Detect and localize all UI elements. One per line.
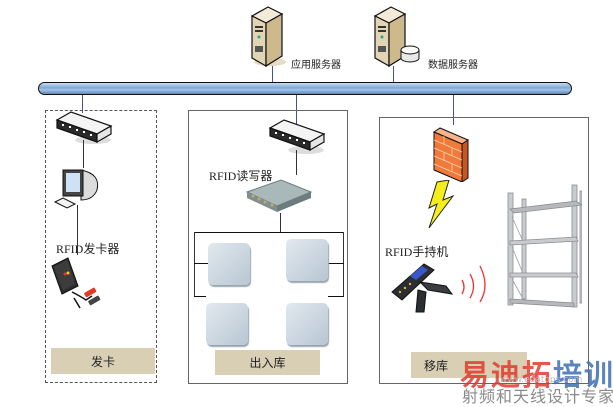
in-out-caption: 出入库 [215, 350, 320, 375]
antenna-link [328, 263, 344, 264]
zone-move [379, 117, 589, 384]
bus-link-move [453, 95, 454, 125]
network-bus [38, 82, 572, 95]
radio-waves-icon [461, 265, 486, 303]
antenna-bus-left [194, 232, 195, 296]
antenna-bus-right [343, 232, 344, 296]
wireless-lightning-icon [428, 180, 455, 229]
pc-to-reader-line [77, 205, 78, 255]
rfid-handheld-label: RFID手持机 [385, 245, 449, 259]
switch-to-reader-line [296, 150, 297, 175]
watermark-subtitle: 射频和天线设计专家 [462, 387, 613, 406]
antenna-link [194, 296, 206, 297]
app-server-label: 应用服务器 [291, 60, 341, 71]
app-server-link [272, 66, 273, 82]
switch-icon [268, 119, 326, 154]
zone-card-issue [45, 110, 157, 383]
app-server-icon [250, 6, 286, 68]
rfid-antenna-panel [206, 303, 248, 345]
storage-shelf-icon [507, 184, 582, 308]
antenna-bus-top [194, 232, 344, 233]
db-server-label: 数据服务器 [428, 60, 478, 71]
computer-icon [53, 169, 99, 209]
firewall-icon [432, 127, 470, 182]
watermark-title-red: 易迪拓 [460, 358, 554, 392]
rfid-antenna-panel [286, 303, 328, 345]
antenna-link [194, 263, 208, 264]
watermark-title-blue: 培训 [553, 358, 613, 392]
rfid-antenna-panel [286, 239, 328, 281]
watermark-url: www.edatops.com [500, 375, 583, 385]
card-issuer-device-icon [51, 257, 101, 309]
rfid-reader-label: RFID读写器 [209, 169, 273, 183]
switch-icon [55, 111, 113, 144]
bus-link-issue [82, 95, 83, 113]
card-issuer-label: RFID发卡器 [56, 242, 120, 256]
rfid-reader-icon [245, 179, 313, 212]
db-server-link [393, 66, 394, 82]
zone-in-out [188, 110, 348, 384]
watermark-title: 易迪拓培训 [460, 352, 613, 394]
db-server-icon [373, 6, 420, 68]
move-caption: 移库 [411, 352, 527, 378]
switch-to-pc-line [83, 140, 84, 168]
rfid-antenna-panel [208, 243, 250, 285]
move-caption-text: 移库 [424, 358, 449, 373]
bus-link-inout [296, 95, 297, 135]
card-issue-caption: 发卡 [51, 348, 155, 374]
rfid-handheld-icon [391, 263, 454, 313]
reader-to-antenna-line [280, 213, 281, 233]
antenna-link [328, 296, 344, 297]
